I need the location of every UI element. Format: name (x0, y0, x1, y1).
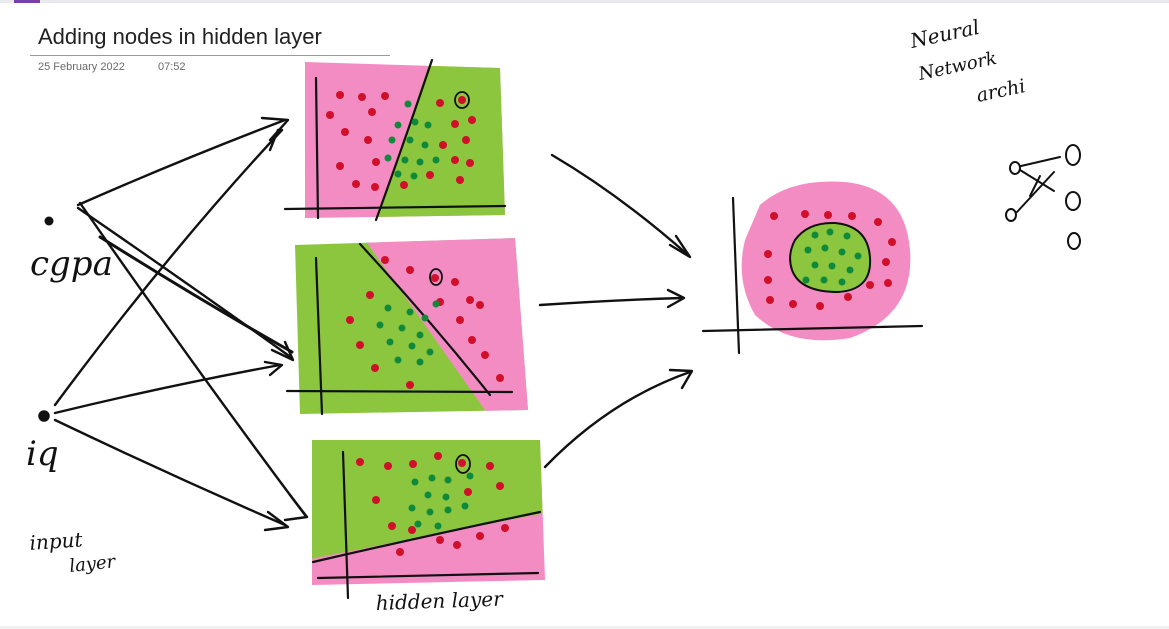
highlight-circle (454, 91, 470, 109)
y-axis (314, 256, 324, 416)
y-axis (341, 450, 350, 600)
input-hidden-connections (53, 118, 307, 527)
mini-hidden-node-2 (1065, 191, 1081, 211)
edge-iq-h3 (53, 418, 287, 527)
edge-iq-h2 (53, 363, 282, 415)
arrowheads (260, 116, 309, 532)
title-divider (30, 55, 390, 56)
edge-h1-out (550, 153, 690, 257)
edge-h2-out (538, 296, 684, 307)
x-axis (285, 389, 514, 394)
red-points (346, 256, 504, 389)
highlight-circle (455, 454, 471, 474)
hidden-plot-2 (285, 238, 528, 416)
y-axis (314, 76, 320, 220)
page-time: 07:52 (158, 61, 186, 73)
top-bar-accent (14, 0, 40, 3)
edge-cgpa-h1 (76, 118, 287, 207)
label-archi: archi (974, 75, 1027, 107)
label-input-layer-2: layer (68, 551, 117, 577)
input-node-cgpa (44, 216, 54, 226)
x-axis (316, 571, 540, 580)
page-title: Adding nodes in hidden layer (38, 24, 322, 49)
label-hidden-layer: hidden layer (375, 587, 504, 615)
red-points (326, 91, 476, 191)
label-cgpa: cgpa (30, 244, 113, 284)
output-plot (701, 181, 924, 355)
y-axis (731, 196, 741, 355)
label-neural: Neural (907, 15, 982, 53)
hidden-output-connections (538, 153, 694, 469)
x-axis (701, 324, 924, 333)
label-iq: iq (26, 434, 59, 474)
red-points (356, 452, 509, 556)
mini-input-node-1 (1009, 161, 1021, 175)
edge-cgpa-h2-thick (98, 235, 294, 354)
green-points (384, 100, 440, 180)
green-points (376, 300, 440, 366)
decision-boundary (311, 510, 542, 564)
mini-network-sketch (1005, 144, 1081, 250)
green-region (375, 62, 505, 218)
mini-input-node-2 (1005, 208, 1017, 222)
red-points (764, 210, 896, 310)
page-date: 25 February 2022 (38, 61, 125, 73)
input-node-iq (38, 410, 50, 422)
edge-iq-h1 (53, 128, 284, 407)
edge-h3-out (543, 370, 692, 469)
green-points (802, 228, 862, 286)
green-points (408, 472, 474, 530)
hidden-plot-1 (283, 58, 507, 222)
mini-hidden-node-1 (1065, 144, 1081, 166)
label-input-layer-1: input (29, 527, 85, 555)
hidden-plot-3 (311, 440, 545, 600)
x-axis (283, 204, 507, 211)
bottom-edge (0, 626, 1169, 629)
edge-cgpa-h2 (76, 206, 294, 360)
top-bar (0, 0, 1169, 3)
highlight-circle (429, 268, 443, 286)
pink-region (358, 238, 528, 414)
decision-boundary (374, 58, 434, 222)
mini-hidden-node-3 (1067, 232, 1081, 250)
green-region (789, 221, 872, 294)
label-network: Network (916, 48, 999, 85)
edge-cgpa-h3 (78, 201, 307, 517)
